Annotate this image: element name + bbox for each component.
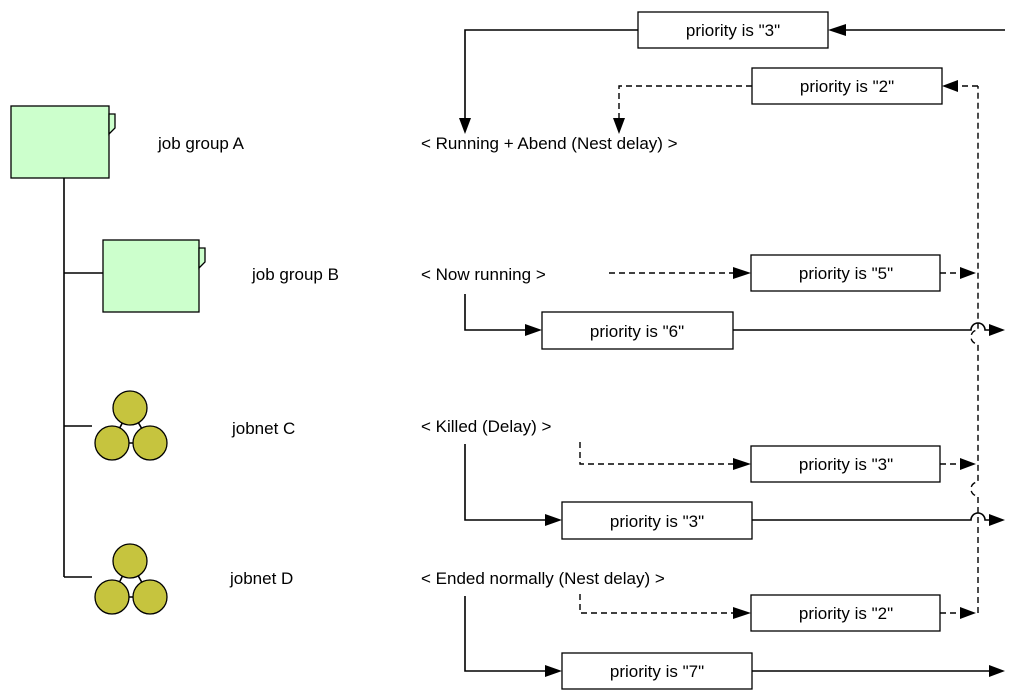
unit-name-d: jobnet D bbox=[229, 569, 293, 588]
tree-connectors bbox=[63, 178, 103, 578]
job-group-a-icon bbox=[10, 105, 116, 179]
status-label-a: < Running + Abend (Nest delay) > bbox=[421, 134, 678, 153]
priority-box-c-dashed bbox=[750, 445, 941, 483]
priority-label-c-solid: priority is "3" bbox=[610, 512, 704, 531]
unit-name-b: job group B bbox=[251, 265, 339, 284]
c-solid-flow bbox=[464, 444, 1005, 526]
status-label-b: < Now running > bbox=[421, 265, 546, 284]
priority-box-b-dashed bbox=[750, 254, 941, 292]
jobnet-d-icon bbox=[94, 543, 168, 615]
top-dashed-flow bbox=[613, 85, 752, 134]
d-dashed-flow bbox=[579, 594, 976, 619]
priority-label-b-dashed: priority is "5" bbox=[799, 264, 893, 283]
status-label-d: < Ended normally (Nest delay) > bbox=[421, 569, 665, 588]
b-dashed-flow bbox=[609, 267, 976, 279]
priority-box-c-solid bbox=[561, 501, 753, 540]
priority-box-b-solid bbox=[541, 311, 734, 350]
priority-label-a-dashed: priority is "2" bbox=[800, 77, 894, 96]
status-label-c: < Killed (Delay) > bbox=[421, 417, 551, 436]
b-solid-flow bbox=[464, 294, 1005, 336]
priority-label-d-dashed: priority is "2" bbox=[799, 604, 893, 623]
unit-name-c: jobnet C bbox=[231, 419, 295, 438]
priority-label-a-solid: priority is "3" bbox=[686, 21, 780, 40]
priority-box-d-dashed bbox=[750, 594, 941, 632]
d-solid-flow bbox=[464, 596, 1005, 677]
priority-box-a-solid bbox=[637, 11, 829, 49]
job-group-b-icon bbox=[102, 239, 206, 313]
priority-box-d-solid bbox=[561, 652, 753, 690]
priority-label-c-dashed: priority is "3" bbox=[799, 455, 893, 474]
priority-box-a-dashed bbox=[751, 67, 943, 105]
jobnet-c-icon bbox=[94, 390, 168, 461]
unit-name-a: job group A bbox=[157, 134, 245, 153]
top-flow bbox=[459, 24, 1005, 134]
dashed-collector-line bbox=[942, 80, 979, 613]
priority-label-d-solid: priority is "7" bbox=[610, 662, 704, 681]
priority-label-b-solid: priority is "6" bbox=[590, 322, 684, 341]
c-dashed-flow bbox=[579, 442, 976, 470]
